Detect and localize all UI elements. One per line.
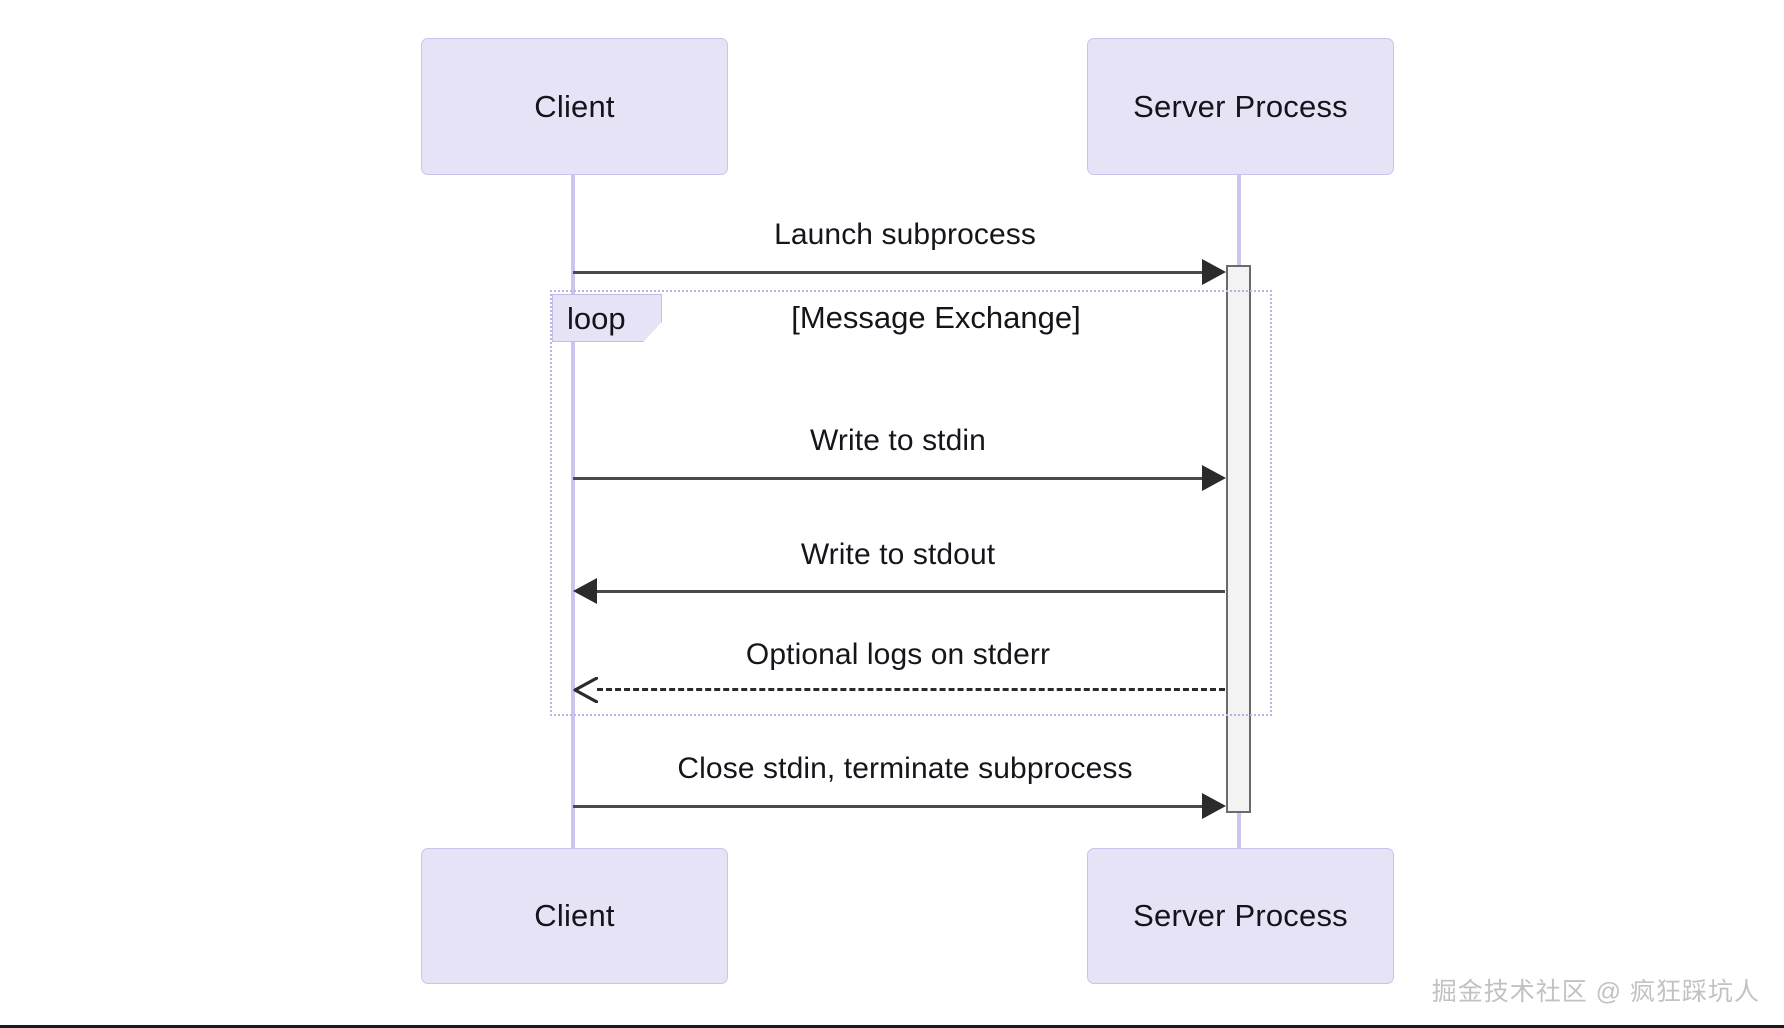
message-label-4: Close stdin, terminate subprocess <box>677 752 1133 785</box>
lifeline-client <box>571 168 575 856</box>
message-label-3: Optional logs on stderr <box>745 638 1051 671</box>
actor-label-client-top: Client <box>534 88 615 124</box>
loop-fragment-frame <box>550 290 1272 716</box>
actor-box-server-bottom[interactable]: Server Process <box>1087 848 1394 984</box>
actor-label-server-top: Server Process <box>1133 88 1348 124</box>
watermark-text: 掘金技术社区 @ 疯狂踩坑人 <box>1431 978 1760 1006</box>
message-arrowhead-2 <box>573 578 597 604</box>
actor-label-server-bottom: Server Process <box>1133 898 1348 933</box>
message-line-4 <box>573 805 1222 808</box>
message-arrowhead-0 <box>1202 259 1226 285</box>
message-label-1: Write to stdin <box>810 424 986 457</box>
loop-fragment-tab-label: loop <box>567 300 626 336</box>
activation-bar-server <box>1226 265 1251 813</box>
message-arrowhead-1 <box>1202 465 1226 491</box>
message-label-0: Launch subprocess <box>774 218 1036 251</box>
loop-fragment-tab: loop <box>552 294 662 342</box>
message-line-3 <box>597 688 1225 691</box>
message-line-1 <box>573 477 1222 480</box>
message-label-2: Write to stdout <box>800 538 996 571</box>
actor-box-server-top[interactable]: Server Process <box>1087 38 1394 175</box>
loop-fragment-title: [Message Exchange] <box>791 300 1081 335</box>
actor-label-client-bottom: Client <box>534 898 615 933</box>
message-line-0 <box>573 271 1222 274</box>
actor-box-client-bottom[interactable]: Client <box>421 848 728 984</box>
message-arrowhead-4 <box>1202 793 1226 819</box>
actor-box-client-top[interactable]: Client <box>421 38 728 175</box>
message-arrowhead-3 <box>573 677 598 703</box>
message-line-2 <box>597 590 1225 593</box>
